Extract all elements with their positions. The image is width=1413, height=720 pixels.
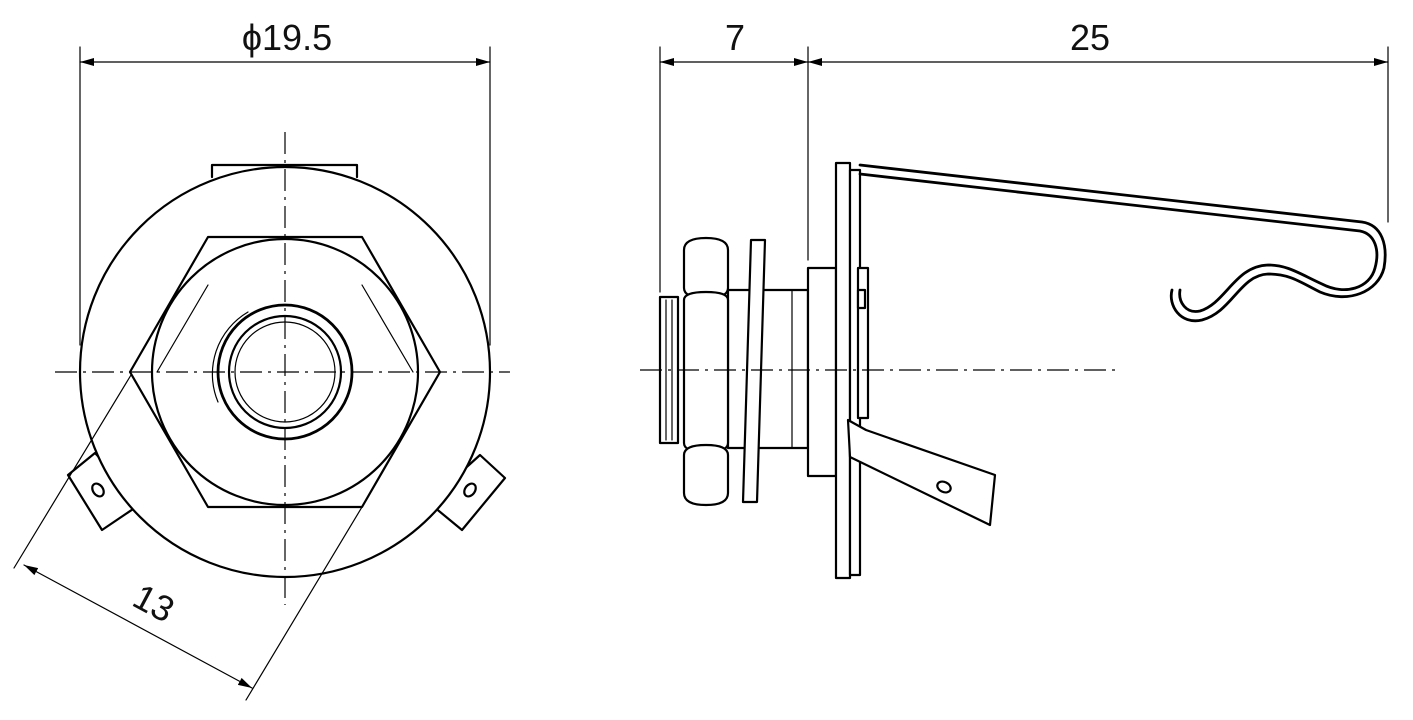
front-view: ϕ19.5 13	[13, 17, 510, 701]
angled-dimension-label: 13	[127, 575, 182, 630]
side-washer	[741, 238, 767, 504]
angled-dimension-line	[23, 564, 253, 689]
side-solder-tab	[846, 418, 997, 527]
flange	[806, 266, 838, 478]
diameter-label: ϕ19.5	[242, 17, 332, 58]
thread-arc	[211, 311, 249, 403]
spring-contact	[858, 163, 1387, 323]
depth-label: 7	[725, 17, 745, 58]
side-view: 7 25	[640, 17, 1389, 580]
bushing-body	[726, 288, 810, 450]
side-hex-nut	[682, 236, 730, 507]
length-label: 25	[1070, 17, 1110, 58]
